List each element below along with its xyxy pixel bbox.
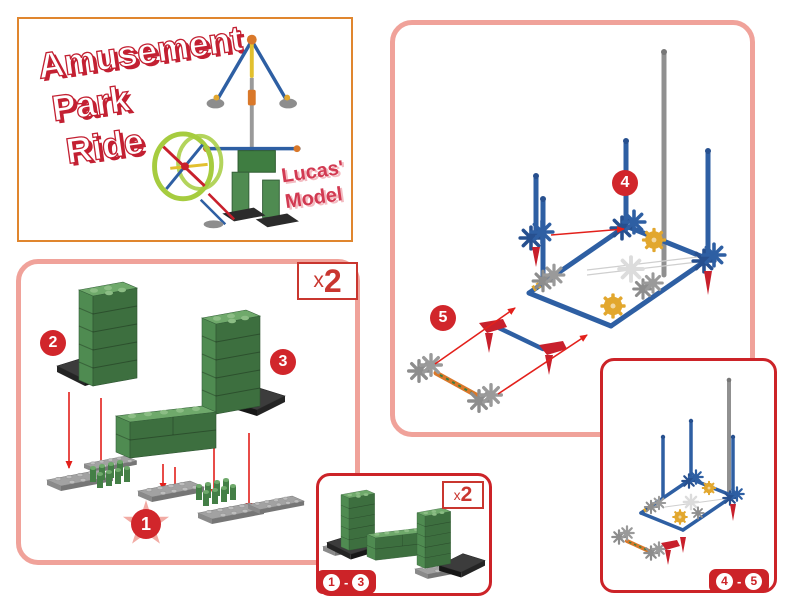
round-brick-cluster [196,478,236,506]
red-foot [665,550,671,565]
step-badge-3: 3 [270,349,296,375]
yellow-gear [641,227,667,253]
assembly-arrows [434,226,625,395]
multiplier-x-glyph: x [313,269,324,292]
red-foot [704,271,712,295]
range-separator: - [344,574,349,590]
range-end: 5 [745,572,763,590]
step-range-badge-1-3: 1 - 3 [316,570,377,594]
red-foot [485,333,493,353]
white-spoke-wheel [617,255,645,283]
green-brick-tower [416,507,451,569]
yellow-gear [672,509,688,525]
step-badge-4: 4 [612,170,638,196]
detached-gray-wheel-assembly [407,353,503,413]
detached-red-brackets [479,319,567,375]
gray-spoke-wheel [542,263,566,287]
gray-wheel-assembly [611,525,680,565]
white-spoke-wheel [682,493,700,511]
multiplier-count: 2 [323,262,342,299]
step-badge-5: 5 [430,305,456,331]
inset-panel-4-5 [600,358,777,593]
steps-1-3-illustration [46,281,305,525]
red-foot [680,537,686,553]
step-number-2: 2 [48,334,58,351]
step-number-3: 3 [278,353,288,370]
multiplier-count: 2 [460,483,473,506]
vertical-rods [661,421,735,499]
blue-spoke-wheel [621,209,647,235]
completed-model-illustration [152,34,301,229]
red-foot [730,504,736,521]
range-start: 1 [323,573,340,591]
red-foot [532,247,540,267]
axle-rods [586,255,707,276]
green-brick-tower [201,309,261,415]
blue-spoke-wheel [729,486,745,502]
blue-spoke-wheel [688,469,704,485]
step-range-badge-4-5: 4 - 5 [709,569,770,593]
multiplier-x2: x 2 [442,481,484,509]
baseplate [137,480,205,503]
yellow-gear [600,293,626,319]
subassembly-4-5-illustration [611,377,745,565]
baseplate [247,495,305,515]
inset-panel-1-3: x 2 [316,473,492,596]
red-foot [545,355,553,375]
step-number-4: 4 [620,174,630,191]
green-brick-wall [115,405,217,459]
gray-spoke-wheel [691,506,705,520]
step-number-5: 5 [438,309,448,326]
gray-spoke-wheel [651,495,667,511]
multiplier-x2: x 2 [297,262,358,300]
green-brick-tower [78,281,138,387]
step-number-1: 1 [140,513,151,534]
range-separator: - [737,573,742,589]
multiplier-x-glyph: x [453,487,461,503]
range-start: 4 [716,572,733,590]
step-badge-1: 1 [131,509,161,539]
yellow-gear [701,480,717,496]
blue-spoke-wheel [701,242,727,268]
title-panel: Amusement Park Ride [17,17,353,242]
gray-spoke-wheel [642,272,664,294]
detached-blue-connector [518,173,555,267]
steps-1-3-panel [16,259,360,565]
range-end: 3 [352,573,370,591]
model-credit: Lucas' Model [280,155,349,215]
step-badge-2: 2 [40,330,66,356]
